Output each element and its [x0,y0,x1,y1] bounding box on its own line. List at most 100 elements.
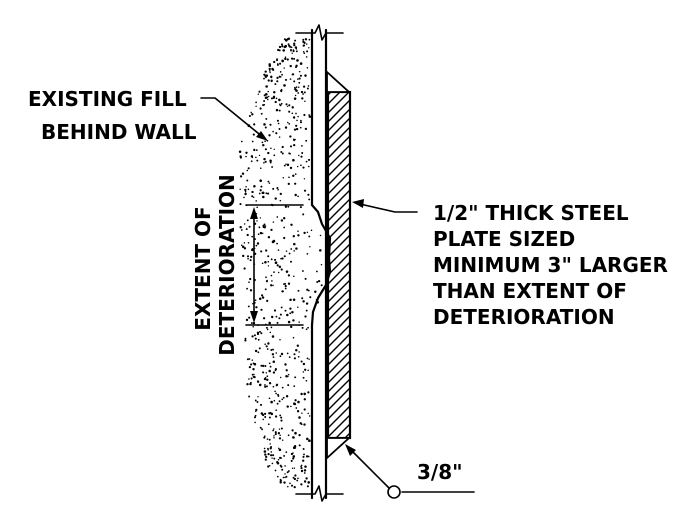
stipple-dot [297,400,300,404]
stipple-dot [266,438,269,440]
stipple-dot [262,195,265,199]
stipple-dot [293,42,296,45]
stipple-dot [262,224,265,228]
stipple-dot [293,477,297,481]
stipple-dot [268,397,271,400]
stipple-dot [276,216,279,218]
stipple-dot [286,313,289,317]
stipple-dot [270,274,273,277]
stipple-dot [243,247,247,250]
stipple-dot [259,330,261,333]
stipple-dot [264,126,267,129]
stipple-dot [263,162,265,164]
stipple-dot [270,228,273,232]
stipple-dot [251,373,254,376]
stipple-dot [276,402,279,405]
stipple-dot [244,190,247,193]
stipple-dot [285,451,288,453]
stipple-dot [295,407,298,409]
stipple-dot [274,83,277,86]
stipple-dot [305,309,308,312]
stipple-dot [295,247,298,250]
stipple-dot [281,257,284,260]
stipple-dot [272,130,274,133]
stipple-dot [304,465,307,468]
stipple-dot [265,117,268,120]
stipple-dot [287,384,290,387]
stipple-dot [303,41,306,45]
stipple-dot [251,247,254,250]
stipple-dot [283,454,286,457]
stipple-dot [283,164,286,167]
stipple-dot [279,192,282,196]
stipple-dot [290,459,293,462]
stipple-dot [287,43,290,45]
stipple-dot [308,47,310,49]
stipple-dot [308,165,310,168]
stipple-dot [296,165,299,168]
stipple-dot [252,368,255,371]
stipple-dot [283,38,286,41]
stipple-dot [272,348,274,351]
stipple-dot [267,192,270,195]
stipple-dot [309,246,311,248]
stipple-dot [292,298,296,302]
stipple-dot [252,303,254,305]
stipple-dot [255,101,257,104]
stipple-dot [264,453,267,456]
stipple-dot [297,289,300,292]
stipple-dot [307,158,311,161]
stipple-dot [274,197,277,200]
stipple-dot [239,155,242,158]
stipple-dot [305,160,308,163]
stipple-dot [283,226,286,229]
stipple-dot [250,381,252,384]
stipple-dot [245,186,247,188]
stipple-dot [302,51,305,53]
stipple-dot [258,154,261,157]
stipple-dot [276,76,279,79]
stipple-dot [261,262,264,265]
stipple-dot [278,136,281,138]
stipple-dot [295,86,298,88]
stipple-dot [294,88,297,91]
stipple-dot [264,385,267,388]
stipple-dot [284,363,287,366]
stipple-dot [277,458,280,461]
stipple-dot [271,67,274,71]
stipple-dot [283,45,287,49]
stipple-dot [273,435,275,437]
stipple-dot [281,152,284,155]
stipple-dot [310,229,313,232]
stipple-dot [273,154,276,157]
stipple-dot [288,356,291,358]
stipple-dot [320,284,323,287]
stipple-dot [304,38,308,41]
stipple-dot [268,438,271,441]
stipple-dot [294,86,296,89]
stipple-dot [256,242,260,245]
stipple-dot [267,448,270,451]
stipple-dot [279,313,282,316]
stipple-dot [268,362,271,365]
stipple-dot [303,398,306,401]
stipple-dot [284,78,288,81]
stipple-dot [287,274,291,277]
stipple-dot [298,416,301,419]
stipple-dot [264,288,267,291]
top-fillet-weld [326,69,352,93]
stipple-dot [304,368,307,371]
stipple-dot [270,79,273,82]
stipple-dot [255,244,258,247]
stipple-dot [273,90,276,94]
stipple-dot [294,376,297,379]
stipple-dot [265,372,268,374]
stipple-dot [302,300,305,303]
stipple-dot [258,347,261,350]
stipple-dot [299,126,302,129]
stipple-dot [272,96,275,99]
stipple-dot [248,114,251,118]
stipple-dot [277,395,280,397]
stipple-dot [293,97,297,100]
stipple-dot [284,476,286,479]
